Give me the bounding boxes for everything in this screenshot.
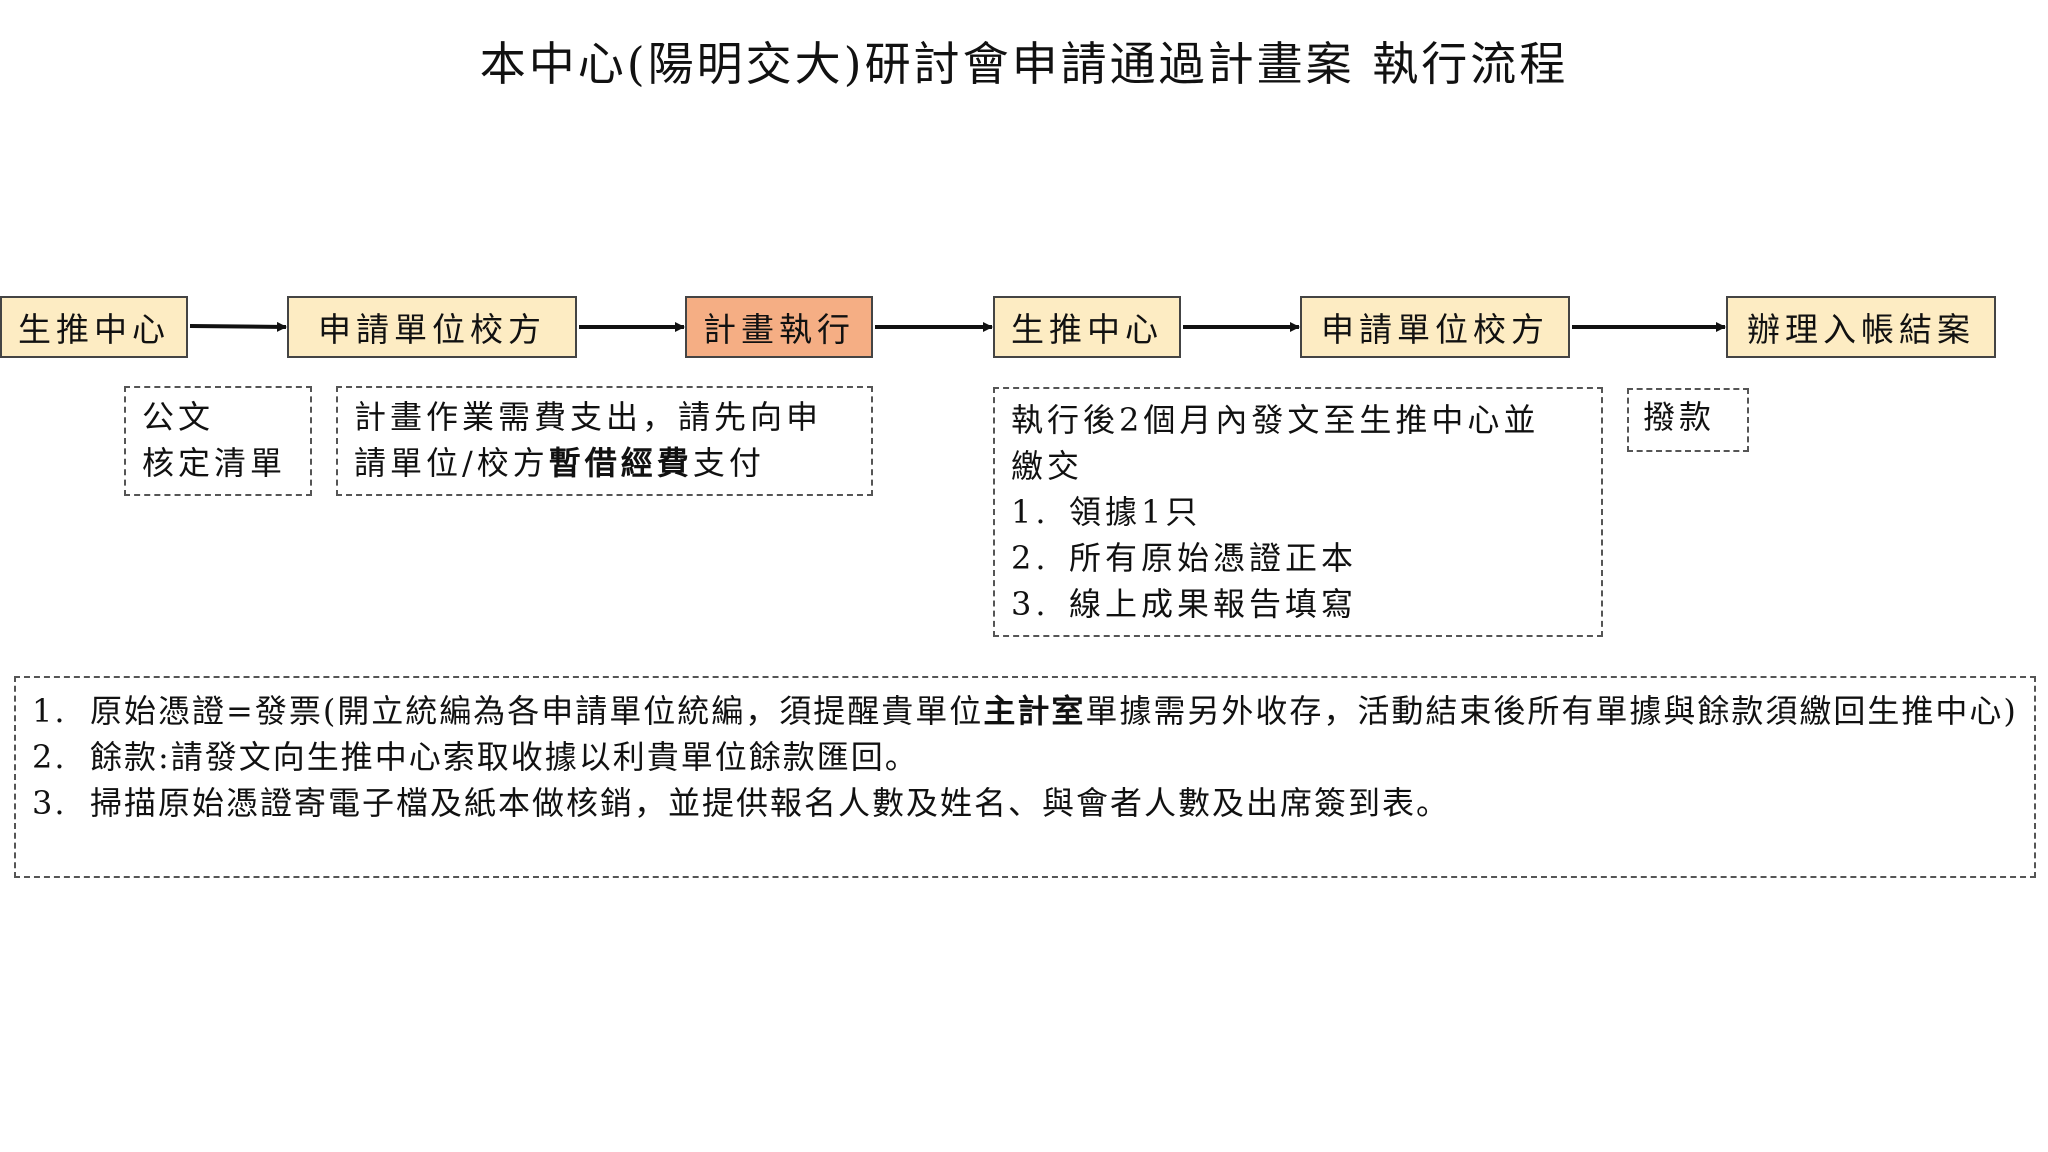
flow-node-label: 申請單位校方 — [318, 310, 546, 349]
note-line: 繳交 — [1011, 447, 1084, 485]
flow-node-label: 申請單位校方 — [1321, 310, 1549, 349]
flow-node-label: 生推中心 — [18, 310, 170, 349]
note-line: 撥款 — [1643, 398, 1716, 436]
note-submit-docs: 執行後2個月內發文至生推中心並 繳交 1.領據1只 2.所有原始憑證正本 3.線… — [993, 387, 1603, 637]
list-item: 3.線上成果報告填寫 — [1011, 585, 1358, 623]
arrow-1 — [189, 321, 287, 332]
flow-node-center-1: 生推中心 — [0, 296, 188, 358]
note-line: 計畫作業需費支出，請先向申 — [354, 398, 823, 436]
flow-node-label: 生推中心 — [1011, 310, 1163, 349]
footnote-item: 3. 掃描原始憑證寄電子檔及紙本做核銷，並提供報名人數及姓名、與會者人數及出席簽… — [32, 784, 1451, 822]
footnotes-box: 1. 原始憑證=發票(開立統編為各申請單位統編，須提醒貴單位主計室單據需另外收存… — [14, 676, 2036, 878]
flow-node-center-2: 生推中心 — [993, 296, 1181, 358]
note-emphasis: 暫借經費 — [548, 444, 693, 482]
list-item: 2.所有原始憑證正本 — [1011, 539, 1358, 577]
footnote-item: 1. 原始憑證=發票(開立統編為各申請單位統編，須提醒貴單位主計室單據需另外收存… — [32, 692, 2018, 730]
footnote-emphasis: 主計室 — [983, 692, 1086, 730]
page-title: 本中心(陽明交大)研討會申請通過計畫案 執行流程 — [479, 37, 1569, 91]
note-document: 公文 核定清單 — [124, 386, 312, 496]
flow-node-school-2: 申請單位校方 — [1300, 296, 1570, 358]
flow-node-label: 辦理入帳結案 — [1747, 310, 1975, 349]
note-line: 核定清單 — [142, 444, 287, 482]
flow-node-label: 計畫執行 — [703, 310, 855, 349]
flow-node-school-1: 申請單位校方 — [287, 296, 577, 358]
note-line: 請單位/校方暫借經費支付 — [354, 444, 765, 482]
note-advance-funds: 計畫作業需費支出，請先向申 請單位/校方暫借經費支付 — [336, 386, 873, 496]
footnote-item: 2. 餘款:請發文向生推中心索取收據以利貴單位餘款匯回。 — [32, 738, 919, 776]
note-line: 執行後2個月內發文至生推中心並 — [1011, 401, 1540, 439]
list-item: 1.領據1只 — [1011, 493, 1202, 531]
flow-node-closing: 辦理入帳結案 — [1726, 296, 1996, 358]
note-line: 公文 — [142, 398, 215, 436]
note-transfer: 撥款 — [1627, 388, 1749, 452]
flow-node-execution: 計畫執行 — [685, 296, 873, 358]
